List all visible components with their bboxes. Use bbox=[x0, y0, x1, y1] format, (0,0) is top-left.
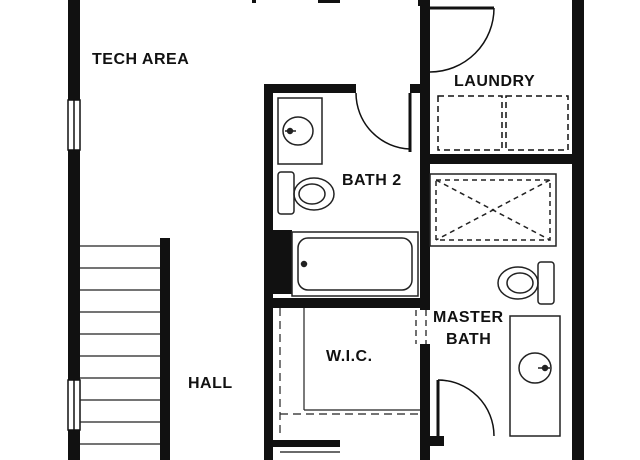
window-left-upper bbox=[67, 99, 81, 151]
bath2-sink bbox=[277, 97, 323, 165]
room-label-wic: W.I.C. bbox=[326, 348, 373, 365]
door-laundry bbox=[429, 6, 495, 73]
master-shower bbox=[429, 173, 557, 247]
room-label-master-bath-line2: BATH bbox=[446, 331, 491, 348]
exterior-walls bbox=[68, 0, 584, 460]
room-label-bath2: BATH 2 bbox=[342, 172, 402, 189]
bath2-toilet bbox=[277, 171, 335, 215]
room-label-laundry: LAUNDRY bbox=[454, 73, 535, 90]
bath2-tub bbox=[291, 231, 419, 297]
master-toilet bbox=[497, 261, 555, 305]
room-label-hall: HALL bbox=[188, 375, 233, 392]
window-left-lower bbox=[67, 379, 81, 431]
wic-shelves bbox=[303, 308, 420, 411]
washer bbox=[437, 95, 503, 151]
wic-rods bbox=[279, 308, 420, 436]
opening-wic bbox=[415, 310, 427, 344]
door-master-bath bbox=[436, 379, 495, 437]
room-label-tech-area: TECH AREA bbox=[92, 51, 189, 68]
stairs bbox=[80, 245, 160, 445]
dryer bbox=[505, 95, 569, 151]
master-vanity bbox=[509, 315, 561, 437]
door-bath2 bbox=[355, 92, 412, 152]
interior-walls bbox=[160, 0, 584, 460]
room-label-master-bath-line1: MASTER bbox=[433, 309, 504, 326]
